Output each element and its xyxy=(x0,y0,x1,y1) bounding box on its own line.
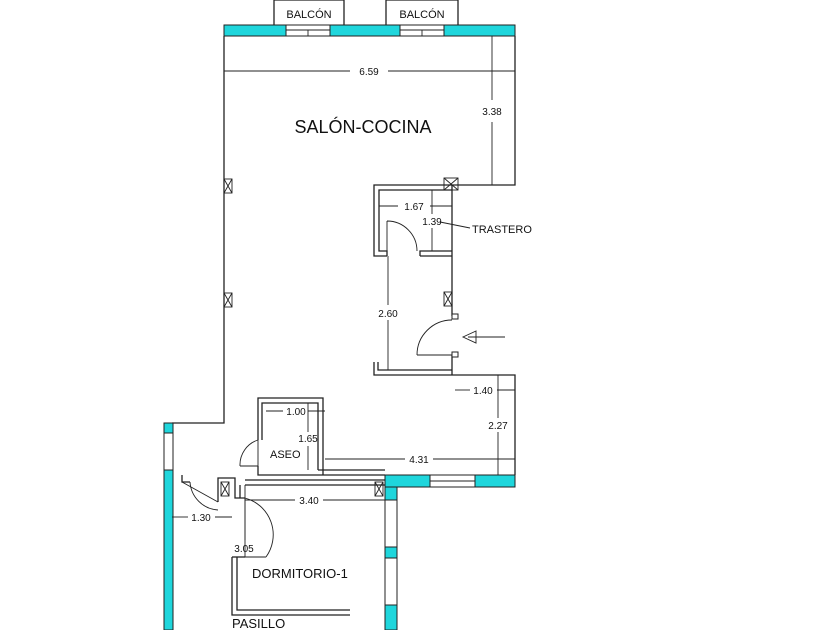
dim-corridor-length: 4.31 xyxy=(409,455,429,466)
shaft-icon xyxy=(443,291,453,307)
balcony-1-label: BALCÓN xyxy=(286,8,331,21)
dim-aseo-width: 1.00 xyxy=(286,407,306,418)
shaft-icon xyxy=(220,481,230,497)
dim-trastero-width: 1.67 xyxy=(404,202,424,213)
dim-dormitorio-depth: 3.05 xyxy=(234,544,254,555)
shaft-icon xyxy=(223,178,233,194)
balcony-2-label: BALCÓN xyxy=(399,8,444,21)
room-label-salon-cocina: SALÓN-COCINA xyxy=(294,116,431,137)
room-label-pasillo: PASILLO xyxy=(232,616,285,630)
room-label-dormitorio: DORMITORIO-1 xyxy=(252,566,348,581)
dim-salon-width: 6.59 xyxy=(359,67,379,78)
balcony-1: BALCÓN xyxy=(273,0,345,25)
dim-aseo-depth: 1.65 xyxy=(298,434,318,445)
shaft-icons xyxy=(220,177,459,497)
dim-entry-width: 1.40 xyxy=(473,386,493,397)
doors xyxy=(181,220,453,558)
dim-entry-depth: 2.27 xyxy=(488,421,508,432)
dim-trastero-depth: 1.39 xyxy=(422,217,442,228)
interior-walls xyxy=(172,36,516,616)
dim-salon-depth: 3.38 xyxy=(482,107,502,118)
dim-dormitorio-width: 3.40 xyxy=(299,496,319,507)
shaft-icon xyxy=(223,292,233,308)
dim-pasillo-width: 1.30 xyxy=(191,513,211,524)
balcony-2: BALCÓN xyxy=(385,0,459,25)
shaft-icon xyxy=(374,481,384,497)
dimension-lines xyxy=(172,36,515,540)
lower-exterior-walls xyxy=(163,422,516,630)
dim-hall-length: 2.60 xyxy=(378,309,398,320)
room-label-aseo: ASEO xyxy=(270,449,301,461)
top-exterior-wall xyxy=(223,24,516,37)
entrance-arrow-icon xyxy=(461,330,505,344)
shaft-icon xyxy=(443,177,459,191)
room-label-trastero: TRASTERO xyxy=(472,224,532,236)
